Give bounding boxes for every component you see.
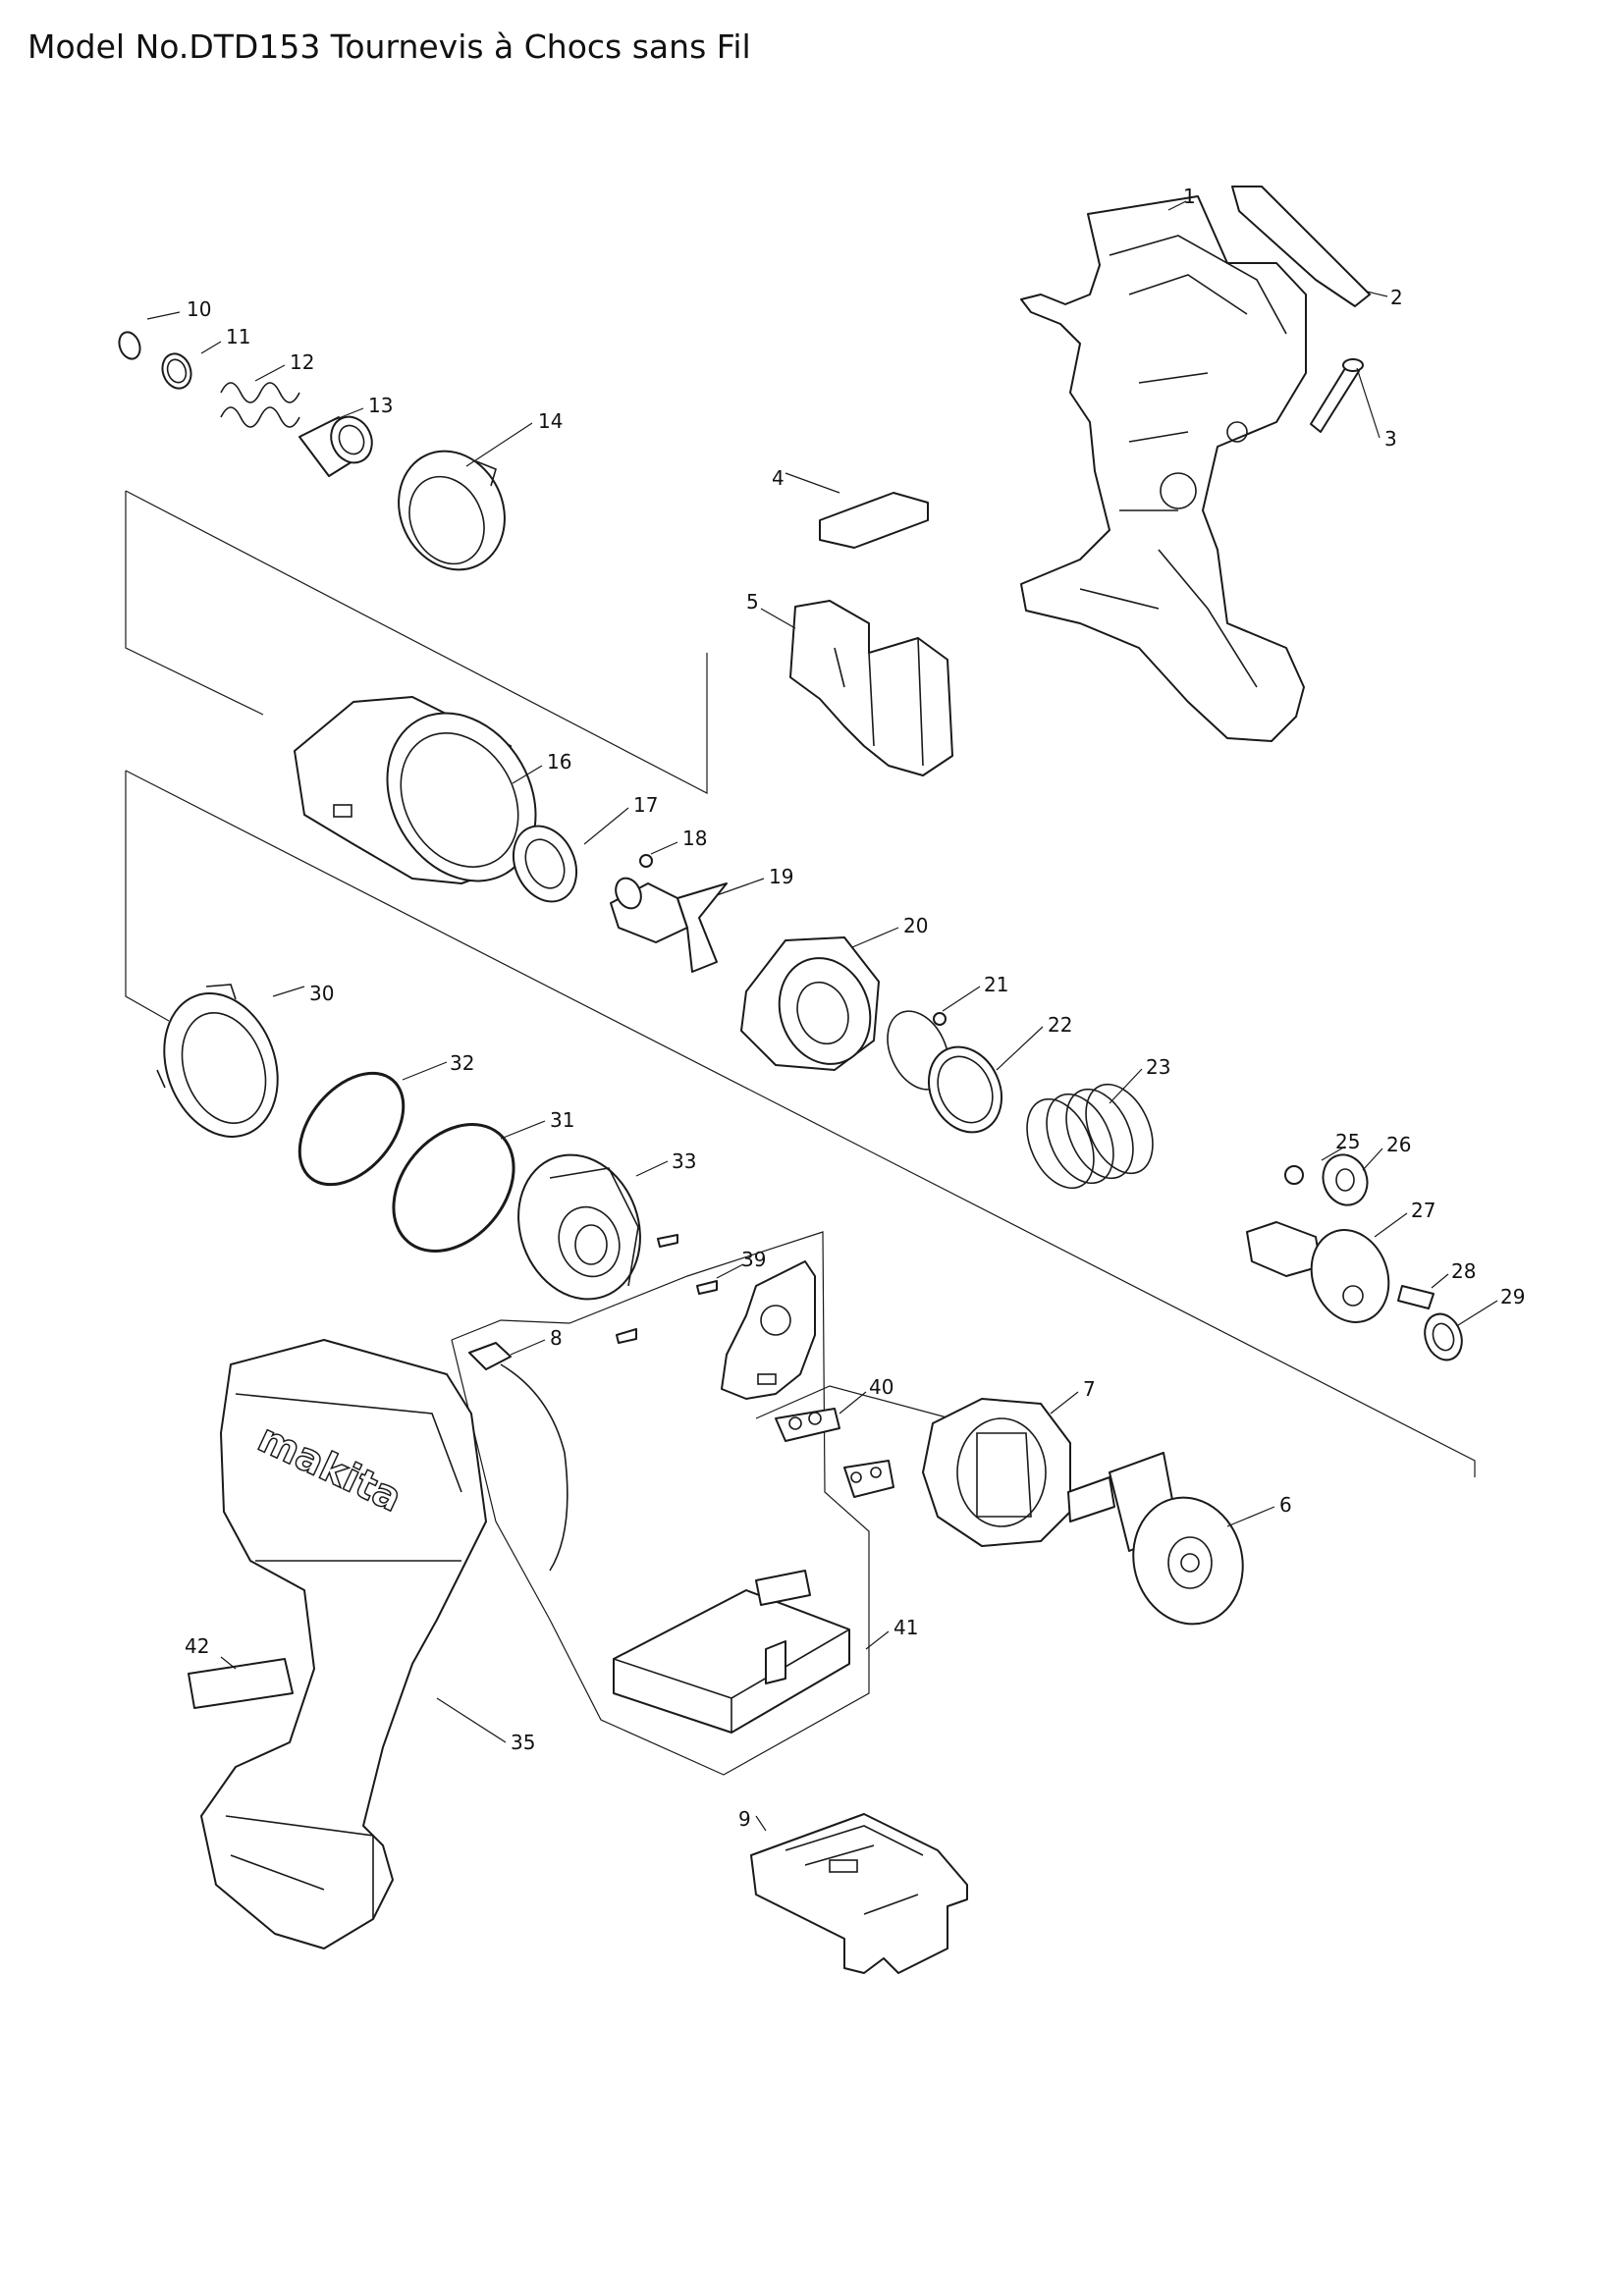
part-18-steel-ball — [639, 854, 653, 868]
label-part-42: 42 — [185, 1634, 209, 1658]
label-part-26: 26 — [1386, 1133, 1411, 1156]
label-part-25: 25 — [1335, 1130, 1360, 1153]
part-17-washer — [512, 825, 578, 903]
part-40-terminals — [775, 1408, 894, 1498]
label-part-8: 8 — [550, 1326, 563, 1350]
part-29-washer — [1424, 1312, 1463, 1362]
label-part-10: 10 — [187, 297, 211, 321]
page-title: Model No.DTD153 Tournevis à Chocs sans F… — [27, 27, 751, 66]
label-part-30: 30 — [309, 982, 334, 1005]
label-part-40: 40 — [869, 1375, 893, 1399]
part-1-housing — [1020, 195, 1307, 742]
label-part-13: 13 — [368, 394, 393, 417]
label-part-18: 18 — [682, 827, 707, 850]
part-39-sensor-plate — [721, 1260, 816, 1400]
label-part-4: 4 — [772, 466, 785, 490]
part-9-terminal — [750, 1813, 968, 1974]
part-screw-b — [696, 1280, 718, 1295]
label-part-2: 2 — [1390, 286, 1403, 309]
part-11-washer — [161, 352, 192, 390]
label-part-41: 41 — [893, 1616, 918, 1639]
part-5-switch — [789, 600, 953, 776]
part-screw-a — [657, 1234, 678, 1248]
leader-lines — [146, 200, 1498, 1832]
label-part-5: 5 — [746, 590, 759, 614]
part-25-steel-ball — [1284, 1165, 1304, 1185]
part-22-washer — [928, 1045, 1002, 1134]
label-part-12: 12 — [290, 350, 314, 374]
label-part-33: 33 — [672, 1149, 696, 1173]
part-12-spring — [220, 382, 300, 428]
label-part-35: 35 — [511, 1731, 535, 1754]
label-part-9: 9 — [738, 1807, 751, 1831]
part-42-label — [188, 1658, 294, 1709]
label-part-29: 29 — [1500, 1285, 1525, 1308]
part-20-hammer — [740, 936, 880, 1071]
label-part-22: 22 — [1048, 1013, 1072, 1037]
part-6-rotor — [1067, 1452, 1244, 1626]
label-part-17: 17 — [633, 793, 658, 817]
label-part-16: 16 — [547, 750, 571, 774]
part-27-spindle — [1246, 1221, 1390, 1323]
part-2-plate — [1231, 186, 1371, 307]
label-part-32: 32 — [450, 1051, 474, 1075]
part-8-led-circuit — [468, 1342, 568, 1572]
label-part-20: 20 — [903, 914, 928, 937]
frame-front-group — [125, 490, 708, 794]
part-35-housing-set: makita — [200, 1339, 487, 1949]
part-32-o-ring — [298, 1071, 406, 1187]
frame-controller-group — [451, 1231, 870, 1776]
part-14-bumper-ring — [398, 450, 506, 571]
label-part-6: 6 — [1279, 1493, 1292, 1517]
label-part-19: 19 — [769, 865, 793, 888]
part-30-ring-gear — [156, 984, 279, 1138]
part-3-screw — [1310, 358, 1364, 433]
label-part-14: 14 — [538, 409, 563, 433]
label-part-31: 31 — [550, 1108, 574, 1132]
label-part-27: 27 — [1411, 1199, 1435, 1222]
part-19-anvil — [610, 877, 728, 973]
part-4-switch-lever — [819, 492, 929, 549]
part-16-hammer-case — [294, 696, 537, 884]
part-21-steel-ball — [933, 1012, 947, 1026]
label-part-1: 1 — [1183, 185, 1196, 208]
label-part-7: 7 — [1083, 1377, 1096, 1401]
label-part-23: 23 — [1146, 1055, 1170, 1079]
label-part-21: 21 — [984, 973, 1008, 996]
part-26-gear — [1322, 1153, 1369, 1206]
part-number-labels: 1 2 3 4 5 6 7 8 9 10 11 12 13 14 16 17 1… — [185, 185, 1525, 1831]
frame-drive-group — [125, 770, 1476, 1477]
label-part-28: 28 — [1451, 1259, 1476, 1283]
label-part-3: 3 — [1384, 427, 1397, 451]
part-10-ring — [118, 331, 141, 360]
part-41-controller — [613, 1570, 850, 1734]
part-23-compression-spring — [1026, 1083, 1154, 1190]
part-31-o-ring — [392, 1123, 515, 1253]
label-part-11: 11 — [226, 325, 250, 348]
part-screw-c — [616, 1328, 637, 1344]
part-7-stator — [922, 1398, 1071, 1547]
part-13-sleeve — [298, 415, 373, 477]
part-28-pin — [1397, 1285, 1435, 1309]
label-part-39: 39 — [741, 1248, 766, 1271]
part-33-gear-housing — [517, 1153, 641, 1301]
